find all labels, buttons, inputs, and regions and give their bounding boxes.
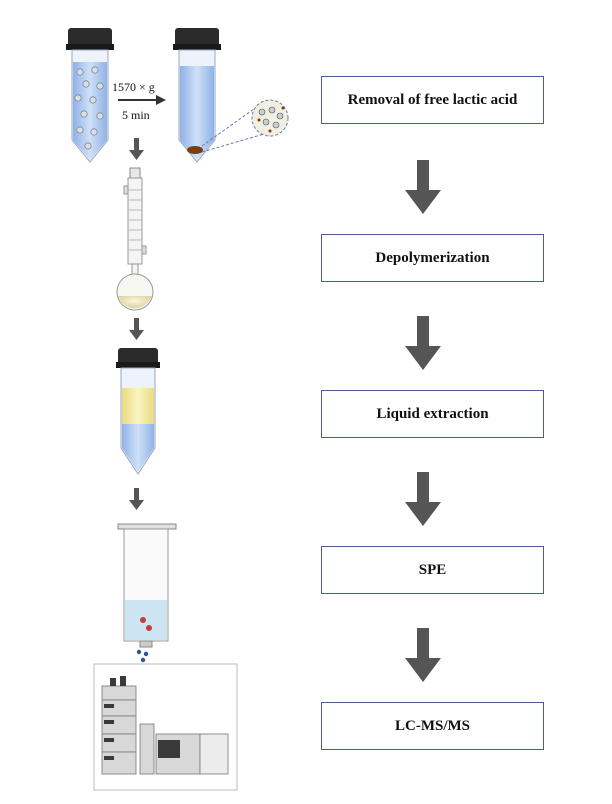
lcmsms-instrument-icon (93, 663, 238, 791)
step-spe-box: SPE (321, 546, 544, 594)
extraction-tube-icon (116, 348, 160, 475)
centrifuged-tube-icon (173, 28, 221, 163)
step-depolymerization-box: Depolymerization (321, 234, 544, 282)
centrifuge-speed-label: 1570 × g (112, 80, 155, 94)
down-arrow-icon (405, 472, 441, 526)
step-liquid-extraction-box: Liquid extraction (321, 390, 544, 438)
centrifuge-time-label: 5 min (122, 108, 150, 122)
down-arrow-icon (405, 628, 441, 682)
sample-tube-icon (66, 28, 114, 163)
step-removal-box: Removal of free lactic acid (321, 76, 544, 124)
spe-cartridge-icon (117, 523, 177, 663)
pellet-zoom-icon (201, 99, 289, 153)
down-arrow-icon (405, 160, 441, 214)
step-lcmsms-box: LC-MS/MS (321, 702, 544, 750)
reflux-flask-icon (116, 167, 154, 311)
down-arrow-icon (405, 316, 441, 370)
